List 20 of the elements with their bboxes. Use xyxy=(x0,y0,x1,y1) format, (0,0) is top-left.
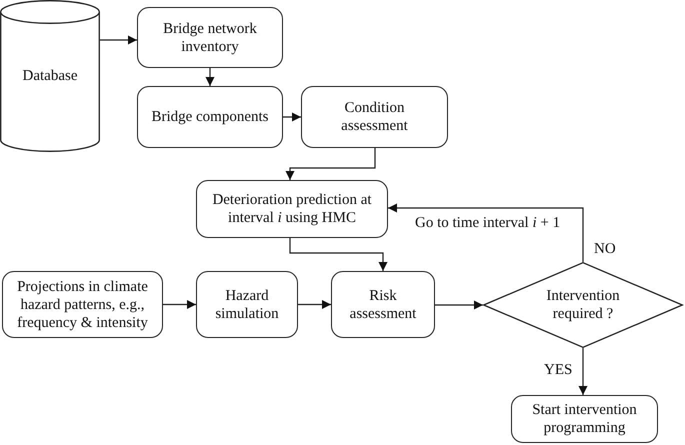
arrow xyxy=(388,204,584,262)
arrow xyxy=(283,112,301,122)
process-box: Deterioration prediction at interval i using HMC xyxy=(196,180,388,238)
process-box: Risk assessment xyxy=(331,271,435,338)
arrow xyxy=(298,300,331,309)
process-box: Projections in climate hazard patterns, e.g., frequency & intensity xyxy=(2,271,163,338)
arrow xyxy=(163,300,196,309)
node-text: Intervention required ? xyxy=(545,287,621,323)
node-text: Database xyxy=(22,67,78,85)
arrow xyxy=(100,36,137,44)
process-box: Condition assessment xyxy=(301,86,448,148)
arrow xyxy=(578,348,588,395)
process-box: Bridge components xyxy=(137,86,283,148)
arrow xyxy=(289,238,388,271)
arrow xyxy=(286,148,376,180)
process-box: Bridge network inventory xyxy=(137,7,283,68)
process-box: Hazard simulation xyxy=(196,271,298,338)
arrow xyxy=(206,68,214,86)
arrow xyxy=(435,300,483,310)
process-box: Start intervention programming xyxy=(511,395,658,443)
